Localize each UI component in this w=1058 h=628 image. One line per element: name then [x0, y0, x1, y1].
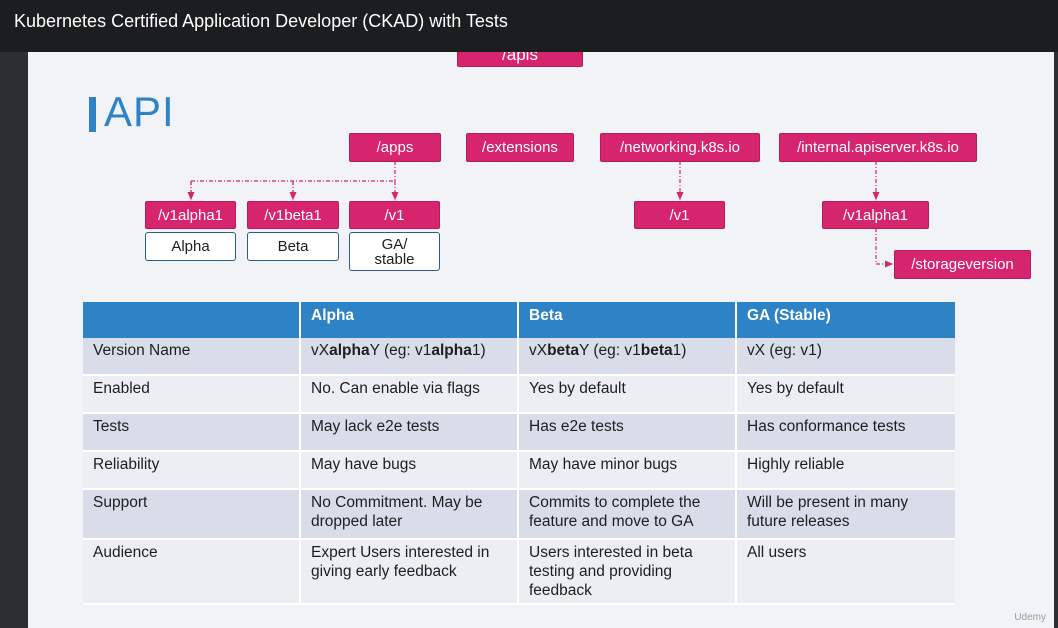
apps-version-v1alpha1-label: /v1alpha1	[157, 206, 224, 224]
apps-version-v1beta1: /v1beta1	[247, 201, 339, 229]
level-beta-label: Beta	[277, 238, 309, 255]
internal-resource-storageversion: /storageversion	[894, 250, 1031, 279]
title-bar-overlay: Kubernetes Certified Application Develop…	[0, 0, 1058, 52]
cell-alpha: May have bugs	[301, 452, 519, 490]
row-label: Reliability	[83, 452, 301, 490]
cell-beta: Commits to complete the feature and move…	[519, 490, 737, 540]
cell-ga: Highly reliable	[737, 452, 955, 490]
group-internal-apiserver: /internal.apiserver.k8s.io	[779, 133, 977, 162]
row-label: Version Name	[83, 338, 301, 376]
level-alpha-label: Alpha	[171, 238, 210, 255]
cell-ga: All users	[737, 540, 955, 605]
api-levels-table: Alpha Beta GA (Stable) Version Name vXal…	[83, 302, 955, 605]
group-networking-label: /networking.k8s.io	[619, 139, 741, 156]
level-ga-stable-label: GA/ stable	[374, 235, 415, 268]
level-ga-stable: GA/ stable	[349, 232, 440, 271]
cell-ga: Has conformance tests	[737, 414, 955, 452]
cell-ga: vX (eg: v1)	[737, 338, 955, 376]
group-apps-label: /apps	[376, 139, 414, 156]
header-empty	[83, 302, 301, 338]
watermark-logo: Udemy	[1014, 612, 1046, 623]
internal-resource-storageversion-label: /storageversion	[911, 256, 1014, 273]
cell-ga: Will be present in many future releases	[737, 490, 955, 540]
table-row: Version Name vXalphaY (eg: v1alpha1) vXb…	[83, 338, 955, 376]
cell-alpha: vXalphaY (eg: v1alpha1)	[301, 338, 519, 376]
cell-beta: Users interested in beta testing and pro…	[519, 540, 737, 605]
apps-version-v1alpha1: /v1alpha1	[145, 201, 236, 229]
course-title-overlay: Kubernetes Certified Application Develop…	[14, 11, 508, 31]
group-apps: /apps	[349, 133, 441, 162]
heading-accent-bar	[89, 97, 96, 132]
table-row: Support No Commitment. May be dropped la…	[83, 490, 955, 540]
cell-alpha: Expert Users interested in giving early …	[301, 540, 519, 605]
apps-version-v1: /v1	[349, 201, 440, 229]
group-extensions-label: /extensions	[482, 139, 558, 156]
table-header-row: Alpha Beta GA (Stable)	[83, 302, 955, 338]
group-extensions: /extensions	[466, 133, 574, 162]
cell-alpha: No Commitment. May be dropped later	[301, 490, 519, 540]
internal-version-v1alpha1-label: /v1alpha1	[842, 206, 909, 224]
group-networking: /networking.k8s.io	[600, 133, 760, 162]
row-label: Support	[83, 490, 301, 540]
table-row: Tests May lack e2e tests Has e2e tests H…	[83, 414, 955, 452]
row-label: Tests	[83, 414, 301, 452]
table-row: Audience Expert Users interested in givi…	[83, 540, 955, 605]
table-row: Enabled No. Can enable via flags Yes by …	[83, 376, 955, 414]
cell-beta: vXbetaY (eg: v1beta1)	[519, 338, 737, 376]
cell-beta: Yes by default	[519, 376, 737, 414]
row-label: Audience	[83, 540, 301, 605]
cell-beta: Has e2e tests	[519, 414, 737, 452]
header-beta: Beta	[519, 302, 737, 338]
networking-version-v1-label: /v1	[669, 206, 690, 224]
header-alpha: Alpha	[301, 302, 519, 338]
networking-version-v1: /v1	[634, 201, 725, 229]
cell-alpha: No. Can enable via flags	[301, 376, 519, 414]
row-label: Enabled	[83, 376, 301, 414]
group-internal-apiserver-label: /internal.apiserver.k8s.io	[797, 139, 959, 156]
internal-version-v1alpha1: /v1alpha1	[822, 201, 929, 229]
level-beta: Beta	[247, 232, 339, 261]
apps-version-v1-label: /v1	[384, 206, 405, 224]
cell-alpha: May lack e2e tests	[301, 414, 519, 452]
table-row: Reliability May have bugs May have minor…	[83, 452, 955, 490]
slide-heading: API	[104, 88, 175, 135]
cell-ga: Yes by default	[737, 376, 955, 414]
cell-beta: May have minor bugs	[519, 452, 737, 490]
level-alpha: Alpha	[145, 232, 236, 261]
apps-version-v1beta1-label: /v1beta1	[264, 206, 322, 224]
header-ga: GA (Stable)	[737, 302, 955, 338]
